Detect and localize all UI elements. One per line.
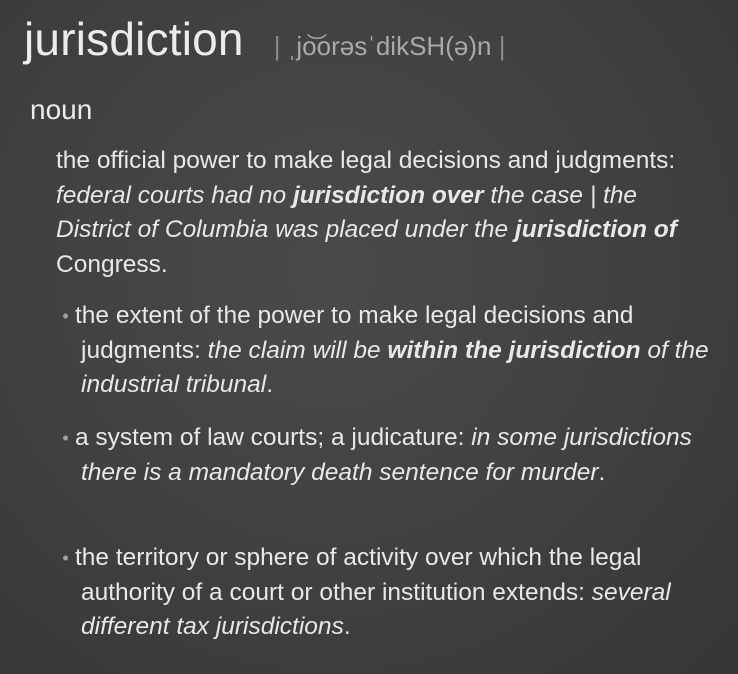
headword-row: jurisdiction | ˌjo͝orəsˈdikSH(ə)n |	[24, 12, 505, 66]
part-of-speech: noun	[30, 94, 93, 125]
example-text: Congress	[56, 250, 161, 278]
example-text: the case | the District of Columbia was …	[56, 181, 638, 244]
sub-sense: • the extent of the power to make legal d…	[56, 299, 716, 403]
sense-end: .	[598, 458, 606, 486]
headword: jurisdiction	[24, 13, 244, 65]
sense-end: .	[343, 613, 351, 640]
example-keyword: jurisdiction of	[514, 216, 677, 243]
definition-main: the official power to make legal decisio…	[56, 144, 716, 282]
pronunciation-text: ˌjo͝orəsˈdikSH(ə)n	[287, 31, 492, 61]
sense-text: the territory or sphere of activity over…	[75, 544, 642, 606]
pron-bar-left: |	[273, 31, 281, 61]
sense-end: .	[266, 371, 274, 398]
pron-bar-right: |	[498, 31, 506, 61]
sense-text: a system of law courts; a judicature:	[75, 424, 472, 451]
example-text: the claim will be	[207, 336, 388, 364]
sub-sense: • a system of law courts; a judicature: i…	[56, 421, 716, 490]
example-text: of the industrial tribunal	[81, 336, 709, 399]
example-text: federal courts had no	[56, 181, 293, 209]
definition-end: .	[160, 250, 168, 278]
example-text: several different tax jurisdictions	[81, 578, 671, 641]
bullet-icon: •	[62, 428, 69, 448]
definition-text: the official power to make legal decisio…	[56, 147, 676, 174]
sub-sense: • the territory or sphere of activity ove…	[56, 541, 716, 645]
example-keyword: jurisdiction over	[293, 181, 484, 209]
example-text: in some jurisdictions there is a mandato…	[81, 424, 692, 486]
pronunciation: | ˌjo͝orəsˈdikSH(ə)n |	[274, 31, 506, 62]
bullet-icon: •	[62, 548, 69, 568]
bullet-icon: •	[62, 306, 69, 326]
sense-text: the extent of the power to make legal de…	[75, 302, 634, 364]
example-keyword: within the jurisdiction	[387, 336, 641, 364]
